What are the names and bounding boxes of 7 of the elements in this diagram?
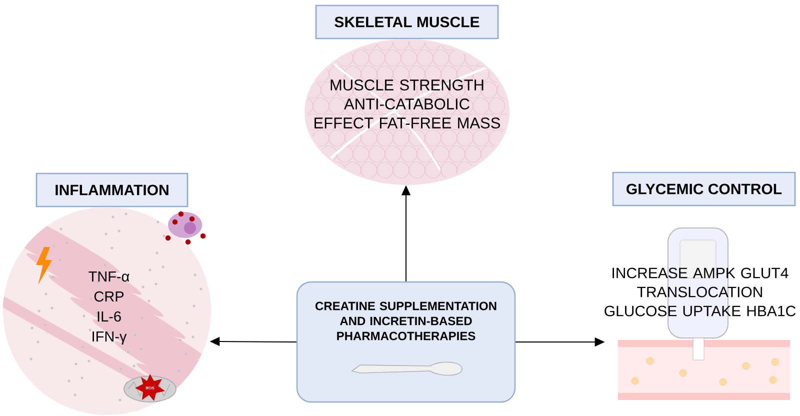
heading-box: INFLAMMATION <box>36 172 188 208</box>
marker-list: TNF-α CRP IL-6 IFN-γ <box>88 272 130 344</box>
heading-box: GLYCEMIC CONTROL <box>612 172 796 206</box>
heading-box: SKELETAL MUSCLE <box>315 4 499 40</box>
treatment-box: CREATINE SUPPLEMENTATION AND INCRETIN-BASED PHARMACOTHERAPIES <box>296 281 516 403</box>
effect-list: INCREASE AMPK GLUT4 TRANSLOCATION GLUCOSE UPTAKE HBA1C <box>604 268 796 316</box>
effect-list: MUSCLE STRENGTH ANTI-CATABOLIC EFFECT FAT-FREE MASS <box>314 80 500 128</box>
